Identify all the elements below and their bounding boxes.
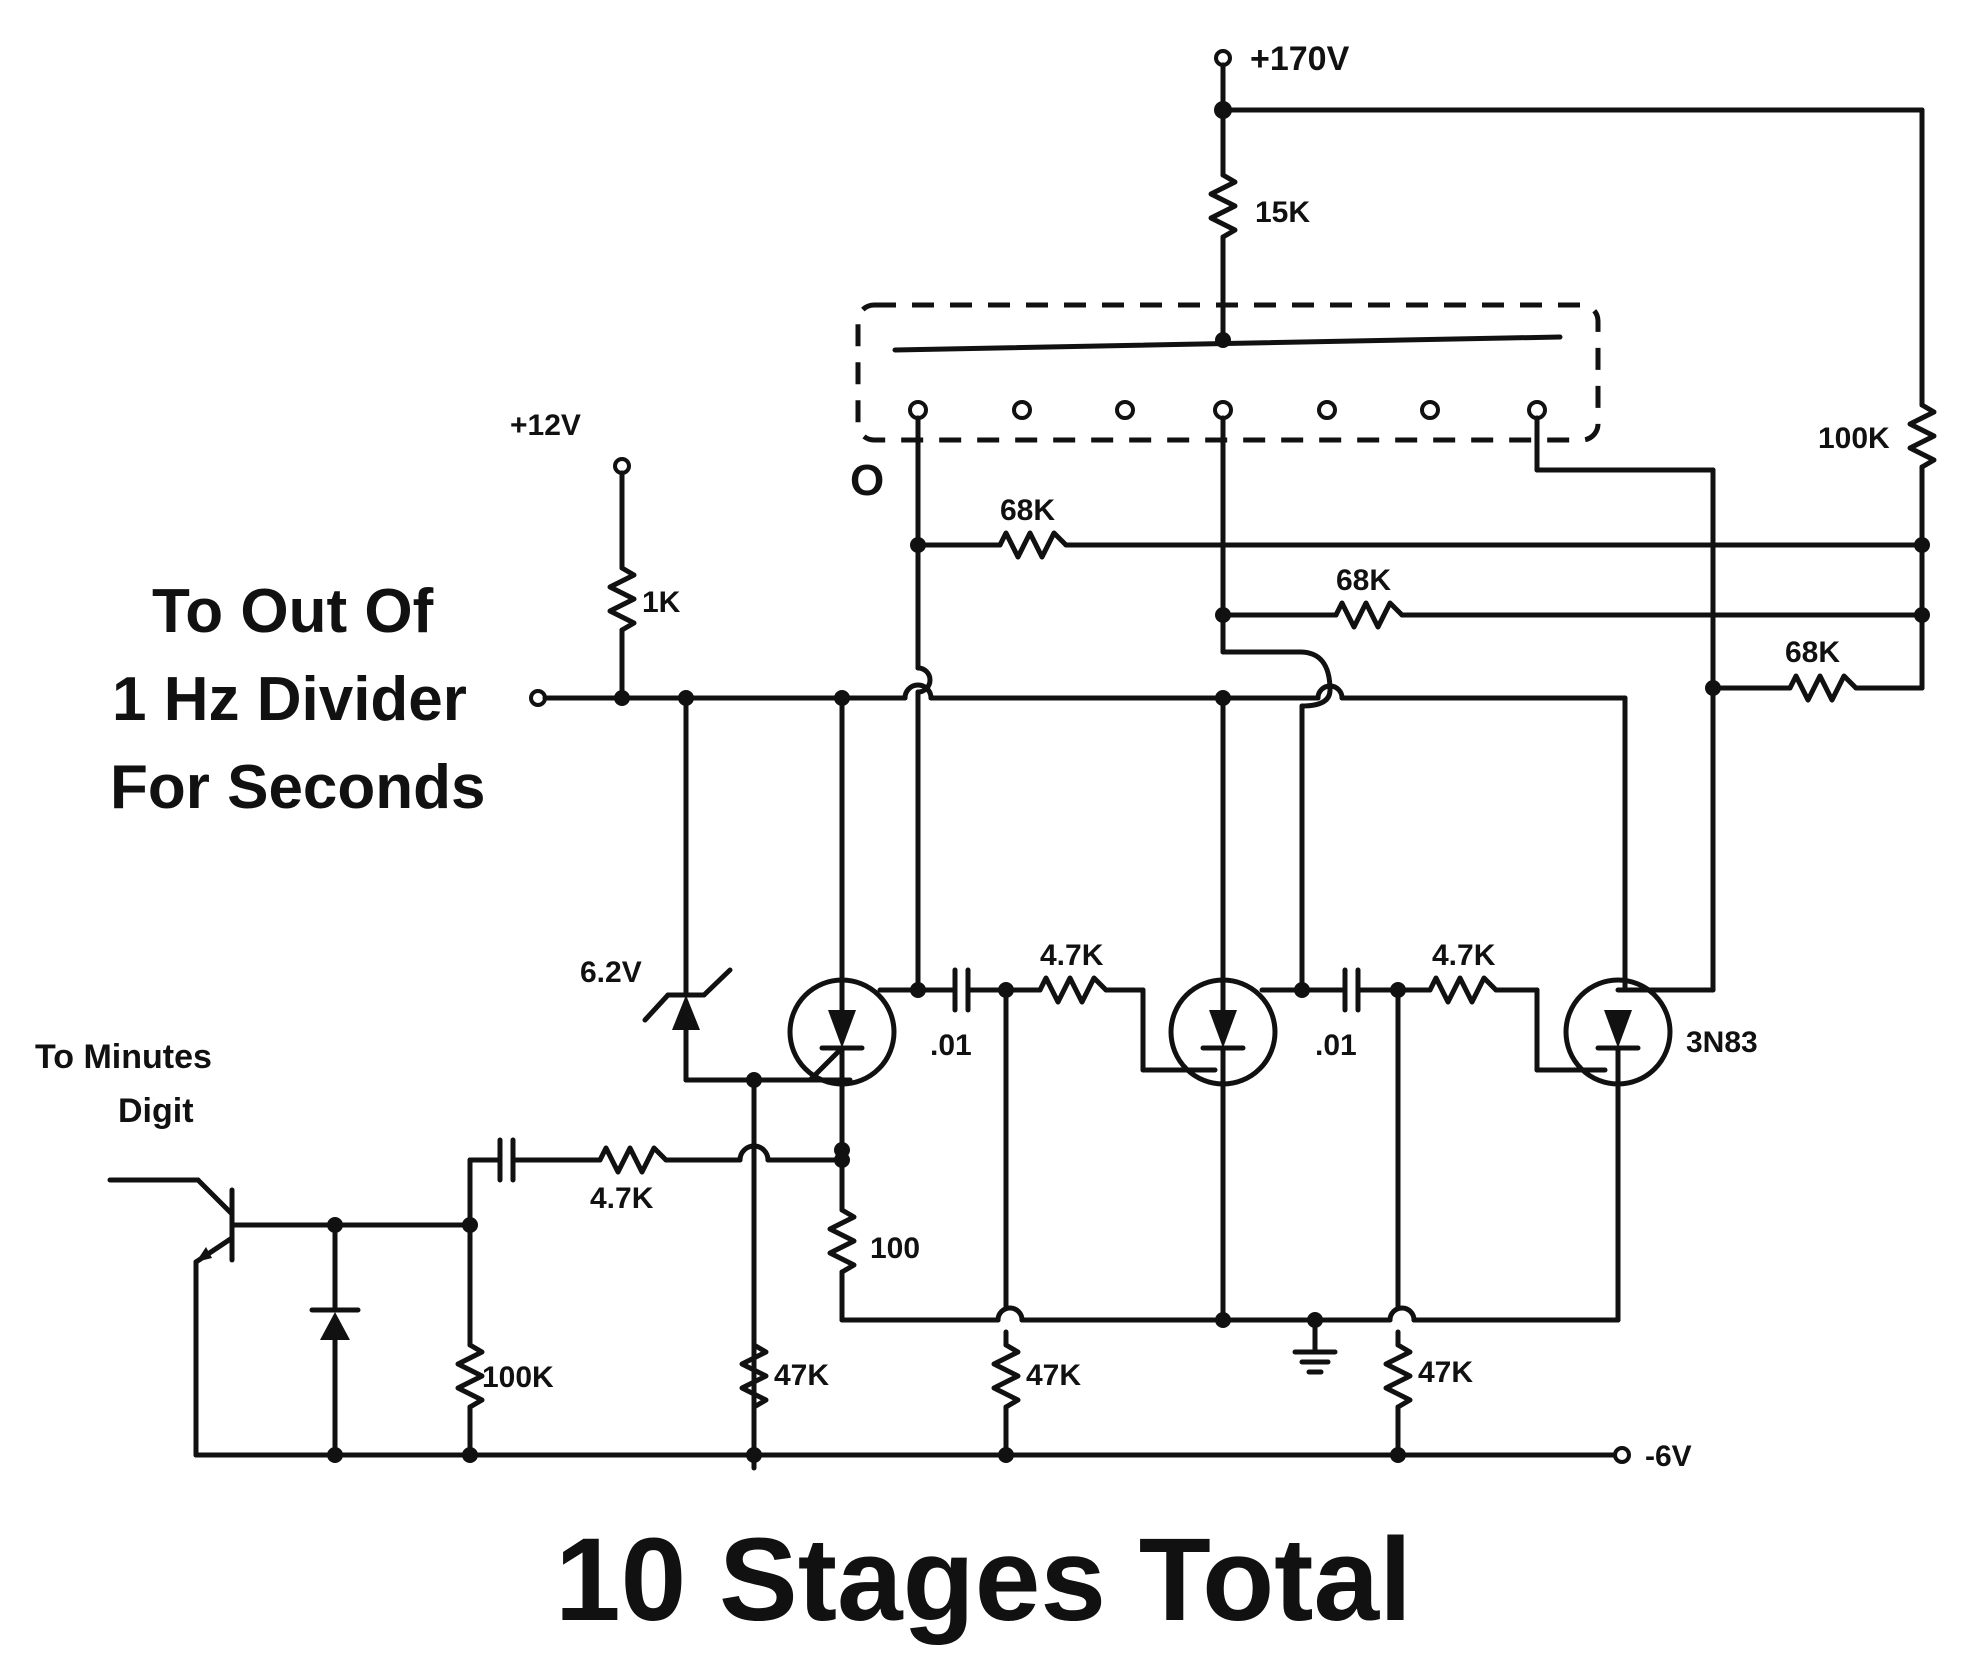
resistor-100k-bottom-label: 100K: [482, 1361, 554, 1394]
coupling-cap-2: [1299, 967, 1406, 1013]
cathode-0-wire: [910, 415, 933, 998]
cap-1-label: .01: [930, 1029, 972, 1062]
resistor-4k7-2-label: 4.7K: [1432, 939, 1496, 972]
supply-170v-label: +170V: [1250, 40, 1350, 78]
scr-2: [1168, 695, 1305, 1328]
resistor-47k-2: [991, 987, 1021, 1463]
resistor-68k-3-label: 68K: [1785, 636, 1840, 669]
resistor-47k-1-label: 47K: [774, 1359, 829, 1392]
supply-neg6v-bus: [193, 1446, 1631, 1464]
input-bus: [529, 682, 1628, 993]
cathode-zero-label: O: [850, 456, 884, 505]
scr-1-gate-network: [467, 1077, 850, 1471]
clamp-diode: [309, 1222, 361, 1463]
minutes-label-line1: To Minutes: [35, 1038, 212, 1076]
caption: 10 Stages Total: [555, 1514, 1412, 1646]
input-label-line3: For Seconds: [110, 753, 486, 822]
input-label-line1: To Out Of: [152, 577, 434, 646]
resistor-47k-3: [1383, 987, 1413, 1463]
resistor-68k-1: [915, 530, 1925, 560]
resistor-47k-3-label: 47K: [1418, 1356, 1473, 1389]
supply-12v-node: [607, 457, 637, 706]
resistor-4k7-1: [1003, 975, 1218, 1073]
cathode-right-wire: [1534, 415, 1721, 993]
cap-2-label: .01: [1315, 1029, 1357, 1062]
resistor-100k-top-label: 100K: [1818, 422, 1890, 455]
scr-1: [787, 695, 921, 1158]
resistor-4k7-2: [1395, 975, 1608, 1073]
nixie-tube: [855, 302, 1601, 443]
resistor-4k7-1-label: 4.7K: [1040, 939, 1104, 972]
resistor-4k7-3-label: 4.7K: [590, 1182, 654, 1215]
zener-label: 6.2V: [580, 956, 642, 989]
resistor-15k-label: 15K: [1255, 196, 1310, 229]
supply-12v-label: +12V: [510, 409, 581, 442]
scr-part-label: 3N83: [1686, 1026, 1758, 1059]
resistor-100-label: 100: [870, 1232, 920, 1265]
resistor-68k-1-label: 68K: [1000, 494, 1055, 527]
cathode-middle-wire: [1215, 415, 1333, 998]
zener-diode: [642, 695, 853, 1088]
minutes-output-transistor: [107, 1177, 478, 1458]
resistor-47k-2-label: 47K: [1026, 1359, 1081, 1392]
resistor-100k-top: [1907, 107, 1937, 691]
minutes-label-line2: Digit: [118, 1092, 194, 1130]
resistor-68k-2-label: 68K: [1336, 564, 1391, 597]
resistor-68k-2: [1220, 600, 1925, 630]
scr-3: [1563, 977, 1673, 1323]
resistor-1k-label: 1K: [642, 586, 681, 619]
cathode-ground-bus: [827, 1147, 1621, 1375]
resistor-68k-3: [1710, 673, 1925, 703]
input-label-line2: 1 Hz Divider: [112, 665, 467, 734]
resistor-15k: [1208, 107, 1238, 348]
supply-neg6v-label: -6V: [1645, 1440, 1692, 1473]
resistor-100k-bottom: [455, 1157, 485, 1463]
coupling-cap-1: [915, 967, 1014, 1013]
